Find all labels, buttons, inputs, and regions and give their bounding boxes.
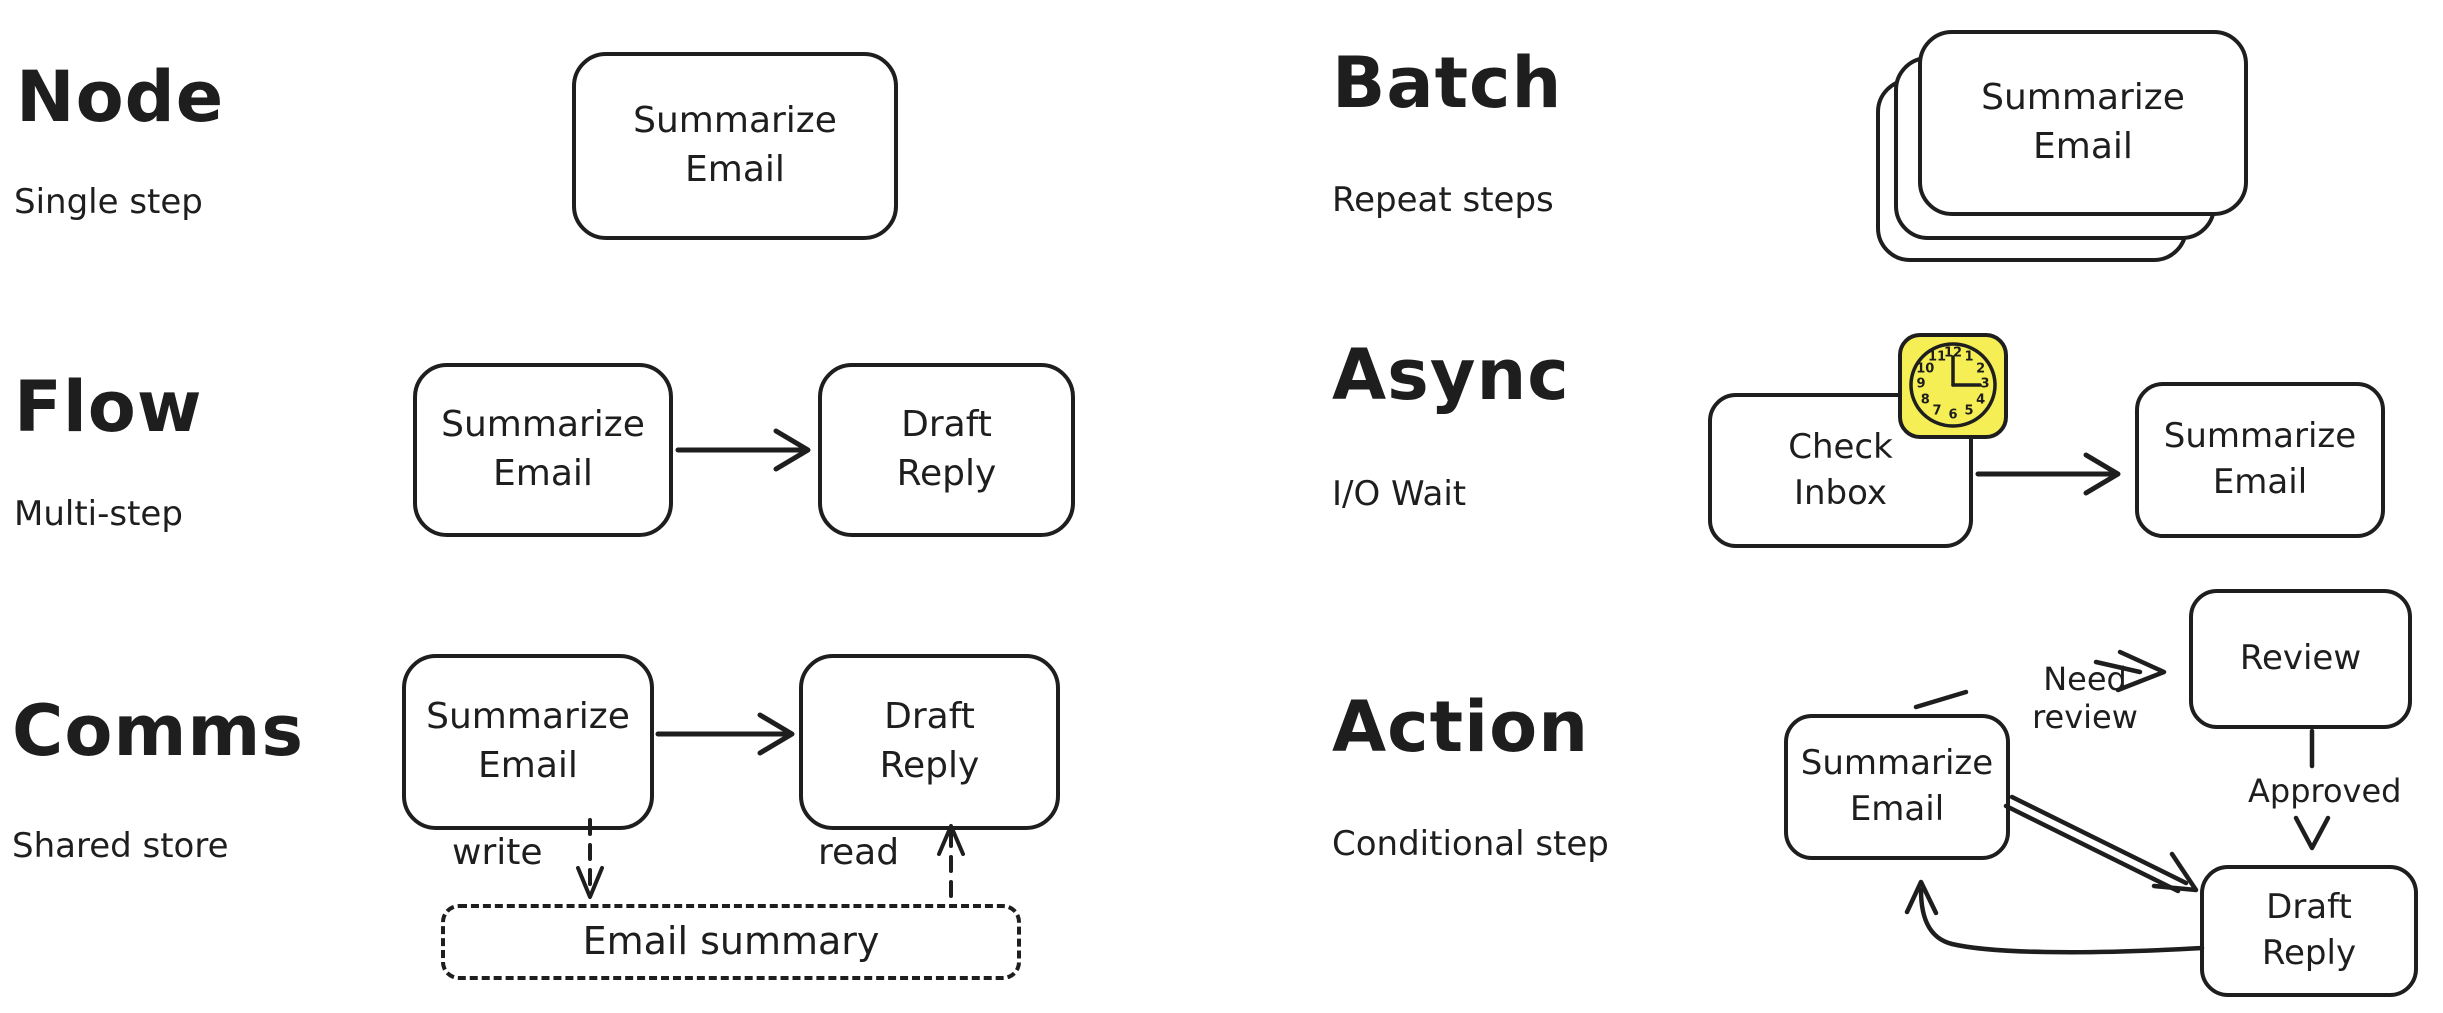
clock-number: 10 [1916, 361, 1935, 376]
node-subtitle: Single step [14, 182, 203, 222]
box-label-line: Check [1788, 426, 1893, 467]
review-box: Review [2189, 589, 2412, 729]
box-label-line: Reply [896, 453, 997, 494]
async-summarize-email-box: Summarize Email [2135, 382, 2385, 538]
clock-number: 7 [1932, 403, 1942, 419]
clock-number: 11 [1927, 349, 1947, 365]
clock-number: 1 [1964, 349, 1974, 365]
flow-title: Flow [14, 366, 203, 448]
clock-number: 2 [1976, 361, 1986, 376]
async-title: Async [1332, 334, 1570, 416]
action-subtitle: Conditional step [1332, 824, 1609, 864]
comms-draft-reply-box: Draft Reply [799, 654, 1060, 830]
clock-number: 4 [1976, 392, 1986, 407]
email-summary-store-box: Email summary [441, 904, 1021, 980]
clock-number: 9 [1916, 376, 1926, 392]
action-title: Action [1332, 686, 1590, 768]
box-label-line: Inbox [1793, 472, 1888, 513]
box-label-line: Email [1849, 789, 1945, 829]
comms-write-arrow [576, 818, 604, 899]
node-summarize-email-box: Summarize Email [572, 52, 898, 240]
box-label-line: Summarize [426, 696, 630, 738]
box-label-line: Email [2212, 462, 2308, 502]
comms-summarize-email-box: Summarize Email [402, 654, 654, 830]
clock-number: 6 [1948, 407, 1958, 423]
node-title: Node [16, 56, 225, 138]
box-label-line: Email [685, 149, 785, 190]
read-label: read [818, 832, 900, 873]
comms-read-arrow [937, 824, 965, 898]
need-review-line2: review [2032, 698, 2138, 737]
need-review-label: Need review [2010, 660, 2160, 737]
box-label-line: Review [2239, 638, 2362, 679]
store-label: Email summary [582, 919, 880, 964]
box-label-line: Draft [884, 696, 975, 738]
flow-arrow [675, 428, 811, 472]
batch-title: Batch [1332, 42, 1563, 124]
comms-arrow [655, 712, 795, 756]
async-subtitle: I/O Wait [1332, 474, 1467, 514]
box-label-line: Reply [2261, 933, 2357, 973]
flow-summarize-email-box: Summarize Email [413, 363, 673, 537]
box-label-line: Reply [879, 745, 980, 786]
need-review-line1: Need [2043, 660, 2127, 698]
action-draft-reply-box: Draft Reply [2200, 865, 2418, 997]
comms-subtitle: Shared store [12, 826, 229, 866]
async-arrow [1975, 452, 2121, 496]
box-label-line: Email [493, 453, 593, 494]
box-label-line: Email [2033, 126, 2133, 167]
box-label-line: Summarize [1800, 743, 1994, 784]
batch-subtitle: Repeat steps [1332, 180, 1554, 220]
box-label-line: Summarize [2163, 416, 2357, 457]
approved-label: Approved [2248, 772, 2402, 810]
comms-title: Comms [12, 690, 305, 772]
action-loop-back-arrow [1904, 879, 2205, 955]
clock-face-circle [1909, 342, 1997, 428]
box-label-line: Summarize [1981, 77, 2185, 119]
clock-number: 3 [1980, 376, 1990, 392]
flow-subtitle: Multi-step [14, 494, 183, 534]
action-to-draft-arrow [2003, 794, 2199, 894]
clock-number: 5 [1964, 403, 1974, 419]
write-label: write [452, 832, 543, 873]
box-label-line: Email [478, 745, 578, 786]
batch-summarize-email-box: Summarize Email [1918, 30, 2248, 216]
box-label-line: Draft [2266, 887, 2352, 928]
box-label-line: Summarize [633, 100, 837, 142]
clock-number: 8 [1920, 392, 1930, 407]
clock-number: 12 [1943, 345, 1963, 361]
action-summarize-email-box: Summarize Email [1784, 714, 2010, 860]
box-label-line: Draft [901, 404, 992, 446]
box-label-line: Summarize [441, 404, 645, 446]
flow-draft-reply-box: Draft Reply [818, 363, 1075, 537]
